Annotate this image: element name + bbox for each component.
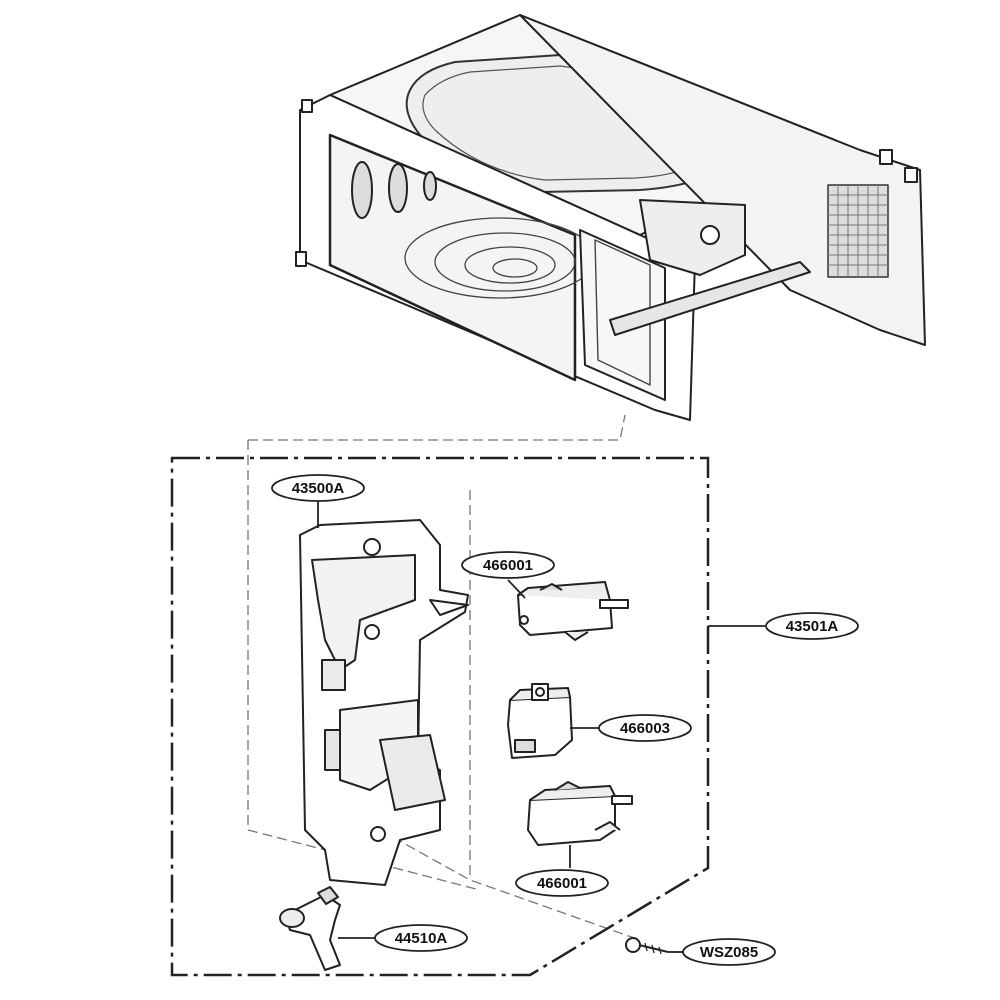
micro-switch-upper-drawing [517, 581, 629, 641]
assembly-boundary [170, 456, 710, 977]
callout-WSZ085: WSZ085 [682, 938, 776, 966]
svg-text:466003: 466003 [620, 720, 670, 737]
svg-text:44510A: 44510A [395, 930, 448, 947]
micro-switch-lower-drawing [527, 781, 633, 846]
callout-43501A: 43501A [765, 612, 859, 640]
micro-switch-middle-drawing [507, 683, 573, 759]
callout-466001-upper: 466001 [461, 551, 555, 579]
callout-466001-lower: 466001 [515, 869, 609, 897]
svg-text:43501A: 43501A [786, 618, 839, 635]
svg-text:WSZ085: WSZ085 [700, 944, 758, 961]
leader-lines [317, 501, 765, 953]
microwave-cavity-drawing [295, 14, 926, 421]
lever-drawing [279, 886, 341, 971]
callout-466003: 466003 [598, 714, 692, 742]
projection-guides [247, 414, 641, 941]
svg-text:466001: 466001 [483, 557, 533, 574]
door-latch-holder-drawing [299, 519, 469, 886]
callout-44510A: 44510A [374, 924, 468, 952]
svg-text:466001: 466001 [537, 875, 587, 892]
screw-drawing [625, 937, 669, 955]
callout-43500A: 43500A [271, 474, 365, 502]
svg-text:43500A: 43500A [292, 480, 345, 497]
